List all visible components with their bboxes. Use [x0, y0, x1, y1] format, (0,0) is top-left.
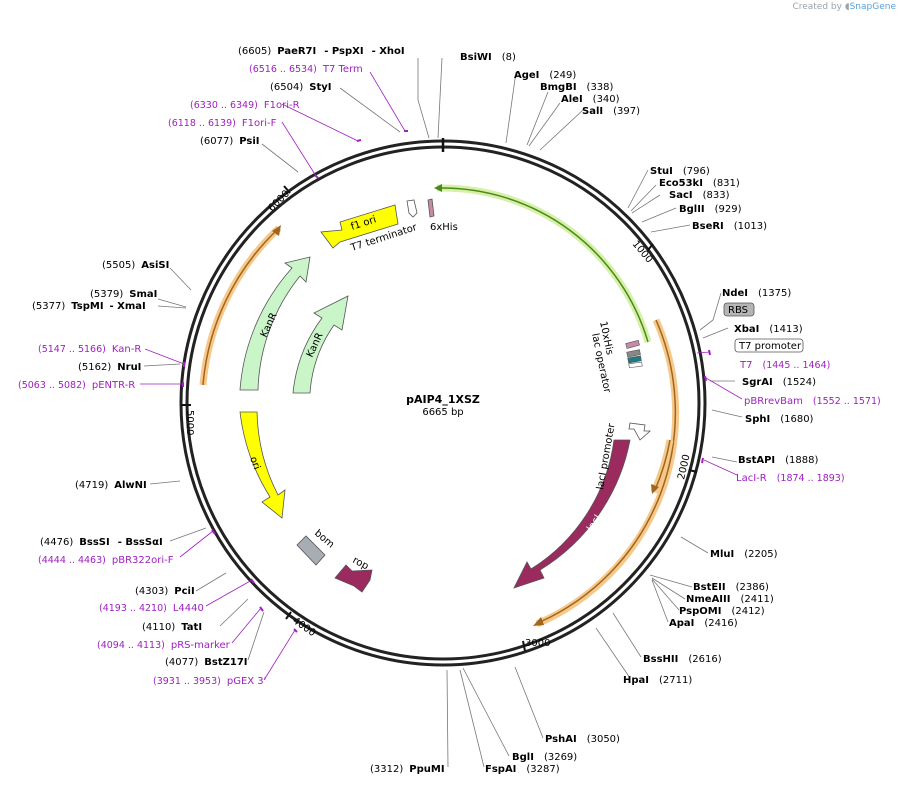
lac-operator-feature [628, 361, 643, 369]
ori-feature [239, 411, 286, 519]
primer-pbr322ori-f: (4444 .. 4463)pBR322ori-F [38, 555, 174, 566]
site-bsshii: BssHII(2616) [643, 654, 722, 665]
his10-feature [625, 339, 640, 349]
rop-feature [334, 564, 373, 593]
plasmid-name: pAIP4_1XSZ [406, 393, 480, 406]
orf-arc-mid-head [651, 484, 659, 494]
orf-arc-top-head [434, 184, 442, 192]
primer-laci-r: LacI-R(1874 .. 1893) [736, 473, 845, 484]
tick-label-5000: 5000 [184, 410, 195, 435]
primer-t7term: (6516 .. 6534)T7 Term [249, 64, 363, 75]
plasmid-size: 6665 bp [422, 407, 463, 418]
site-eco53ki: Eco53kI(831) [659, 178, 740, 189]
primer-f1ori-r: (6330 .. 6349)F1ori-R [190, 100, 300, 111]
bom-feature [296, 535, 326, 566]
leader-lines [140, 57, 743, 768]
primer-prs-marker: (4094 .. 4113)pRS-marker [97, 640, 231, 651]
snapgene-logo-icon: ◖ [844, 2, 850, 12]
primer-pentr-r: (5063 .. 5082)pENTR-R [18, 380, 135, 391]
primer-f1ori-f: (6118 .. 6139)F1ori-F [168, 118, 277, 129]
laci-promoter-feature [628, 422, 652, 441]
site-stui: StuI(796) [650, 166, 710, 177]
primer-l4440: (4193 .. 4210)L4440 [99, 603, 204, 614]
orf-arc-right [539, 319, 677, 623]
primer-pgex3: (3931 .. 3953)pGEX 3' [153, 676, 266, 687]
site-sphi: SphI(1680) [745, 414, 814, 425]
kanr-outer-feature [239, 256, 311, 391]
kanr-inner-feature [292, 295, 349, 394]
orf-arc-top-glow [436, 184, 652, 343]
site-nmeaiii: NmeAIII(2411) [686, 594, 774, 605]
primer-marks [182, 130, 711, 633]
site-bstapi: BstAPI(1888) [738, 455, 819, 466]
orf-arc-left [202, 229, 278, 386]
tick-label-3000: 3000 [525, 638, 550, 649]
site-asisi: (5505)AsiSI [102, 260, 169, 271]
rbs-box-label: RBS [728, 305, 748, 316]
site-bmgbi: BmgBI(338) [540, 82, 614, 93]
site-tati: (4110)TatI [142, 622, 202, 633]
site-tspmi: (5377)TspMI- XmaI [32, 301, 146, 312]
rop-label: rop [351, 555, 371, 572]
rbs-box [723, 302, 755, 317]
primer-kan-r: (5147 .. 5166)Kan-R [38, 344, 141, 355]
his6-feature [427, 198, 435, 218]
site-pspomi: PspOMI(2412) [679, 606, 765, 617]
site-styi: (6504)StyI [270, 82, 332, 93]
t7-promoter-box [734, 338, 804, 353]
site-apai: ApaI(2416) [669, 618, 738, 629]
site-bgli: BglI(3269) [512, 752, 577, 763]
site-bstz17i: (4077)BstZ17I [165, 657, 248, 668]
site-fspai: FspAI(3287) [485, 764, 560, 775]
credit-prefix: Created by [792, 2, 842, 12]
site-sgrai: SgrAI(1524) [742, 377, 816, 388]
site-alwni: (4719)AlwNI [75, 480, 147, 491]
ori-label: ori [247, 455, 262, 471]
rbs-feature [626, 349, 641, 358]
enzyme-labels-right: StuI(796) Eco53kI(831) SacI(833) BglII(9… [485, 166, 819, 775]
site-nrui: (5162)NruI [78, 362, 141, 373]
site-sali: SalI(397) [582, 106, 640, 117]
f1-ori-feature [320, 204, 399, 249]
site-hpai: HpaI(2711) [623, 675, 692, 686]
site-pcii: (4303)PciI [135, 586, 195, 597]
his6-label: 6xHis [430, 222, 458, 233]
snapgene-credit: Created by ◖SnapGene [792, 2, 896, 12]
site-saci: SacI(833) [669, 190, 730, 201]
site-psii: (6077)PsiI [200, 136, 260, 147]
orf-arc-left-head [272, 225, 281, 236]
site-bglii: BglII(929) [679, 204, 742, 215]
site-smai: (5379)SmaI [90, 289, 157, 300]
site-agei: AgeI(249) [514, 70, 576, 81]
site-bsteii: BstEII(2386) [693, 582, 769, 593]
site-xbai: XbaI(1413) [734, 324, 803, 335]
laci-feature [513, 439, 631, 589]
orf-arc-right-head [533, 617, 544, 626]
site-mlui: MluI(2205) [710, 549, 778, 560]
primer-t7: T7(1445 .. 1464) [739, 360, 830, 371]
primer-labels: (6516 .. 6534)T7 Term (6330 .. 6349)F1or… [18, 64, 881, 687]
t7promoter-feature [627, 355, 642, 364]
site-paer7i: (6605)PaeR7I- PspXI- XhoI [238, 46, 405, 57]
t7-promoter-box-label: T7 promoter [738, 341, 802, 352]
enzyme-labels-top: (6605)PaeR7I- PspXI- XhoI BsiWI(8) AgeI(… [200, 46, 640, 147]
primer-pbrrevbam: pBRrevBam(1552 .. 1571) [744, 396, 881, 407]
t7-terminator-feature [406, 199, 418, 218]
site-bsssi: (4476)BssSI- BssSαI [40, 537, 163, 548]
tick-marks [181, 185, 698, 652]
site-pshai: PshAI(3050) [545, 734, 620, 745]
credit-brand: SnapGene [849, 2, 896, 12]
orf-arc-top [440, 187, 649, 343]
site-ndei: NdeI(1375) [722, 288, 791, 299]
enzyme-labels-left: (3312)PpuMI (5505)AsiSI (5379)SmaI (5377… [32, 260, 445, 775]
site-alei: AleI(340) [561, 94, 620, 105]
site-bseri: BseRI(1013) [692, 221, 767, 232]
site-bsiwi: BsiWI(8) [460, 52, 516, 63]
site-ppumi: (3312)PpuMI [370, 764, 445, 775]
